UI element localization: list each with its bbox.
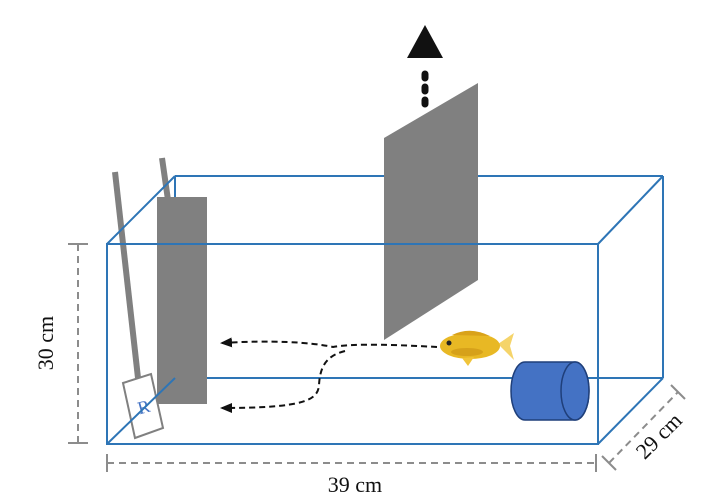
partition-handle (159, 157, 171, 201)
fish-icon (440, 330, 514, 366)
depth-dimension (601, 384, 686, 471)
length-dimension (106, 454, 597, 472)
swim-path-upper (220, 337, 438, 349)
sign-pole (112, 171, 141, 379)
depth-label: 29 cm (631, 408, 687, 464)
lifting-panel (384, 83, 478, 340)
height-label: 30 cm (33, 316, 58, 370)
length-label: 39 cm (328, 472, 382, 496)
tank-front-edges (106, 175, 664, 445)
partition-panel (157, 197, 207, 404)
swim-path-lower (220, 350, 346, 413)
dashed-up-arrow-icon (407, 25, 443, 108)
height-dimension (68, 243, 88, 444)
cylinder-shelter (510, 361, 590, 421)
